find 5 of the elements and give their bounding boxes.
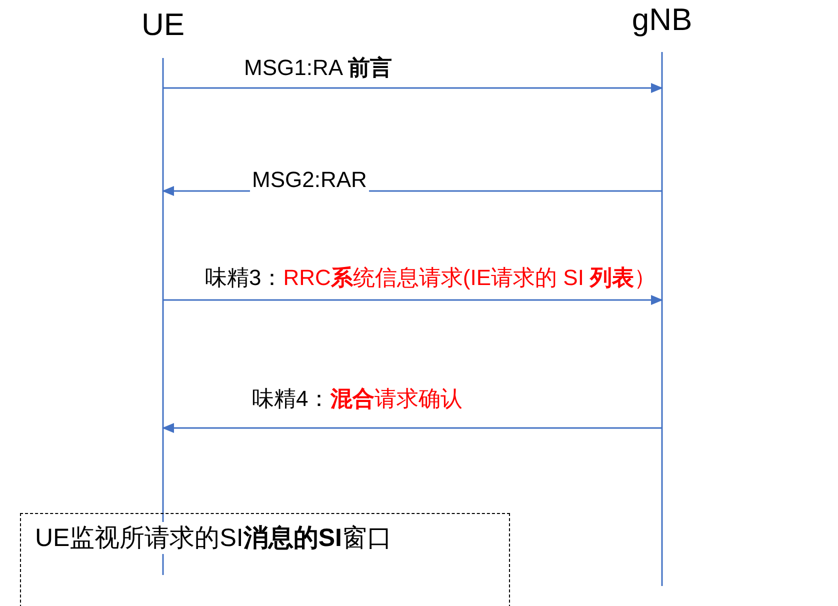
message-arrow [163,83,663,93]
message-arrow [163,295,663,305]
message-arrow [162,423,662,433]
message-label: 味精4：混合请求确认 [250,385,464,413]
note-box [20,513,510,606]
